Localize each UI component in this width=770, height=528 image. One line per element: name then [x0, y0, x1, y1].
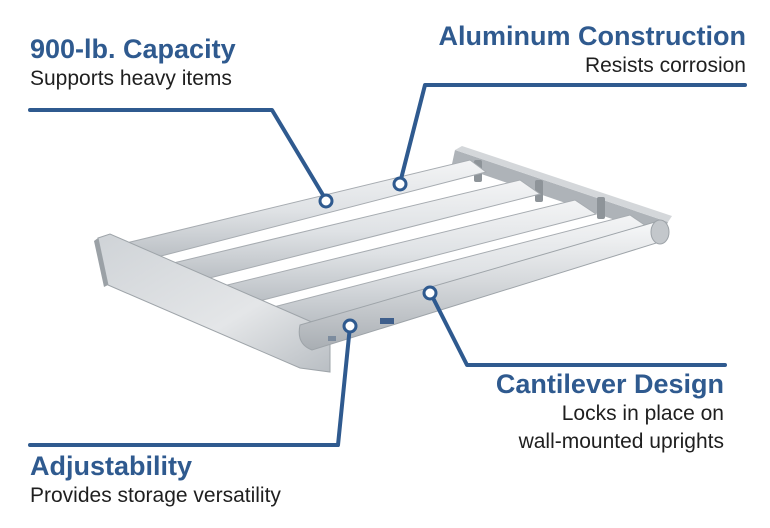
- callout-description: Resists corrosion: [584, 54, 746, 77]
- leader-line-adjustability: [28, 324, 352, 447]
- tube-label: [328, 336, 336, 341]
- callout-description: Locks in place on: [561, 402, 724, 425]
- callout-adjustability: Adjustability Provides storage versatili…: [30, 450, 281, 510]
- back-rail: [452, 150, 668, 236]
- leader-dot-capacity: [318, 193, 334, 209]
- tube-label: [380, 318, 394, 324]
- callout-description: Provides storage versatility: [30, 484, 281, 507]
- leader-line-aluminum: [398, 83, 747, 185]
- leader-dot-cantilever: [422, 285, 438, 301]
- tube-end-cap: [650, 219, 670, 245]
- callout-title: Adjustability: [30, 451, 193, 481]
- leader-dot-aluminum: [392, 176, 408, 192]
- callout-title: 900-lb. Capacity: [30, 34, 236, 64]
- callout-aluminum: Aluminum Construction Resists corrosion: [420, 20, 746, 80]
- leader-line-capacity: [28, 108, 328, 202]
- end-panel-edge: [94, 238, 108, 287]
- leader-line-cantilever: [428, 290, 727, 367]
- callout-capacity: 900-lb. Capacity Supports heavy items: [30, 33, 236, 93]
- callout-description: wall-mounted uprights: [518, 430, 724, 453]
- callout-description: Supports heavy items: [30, 67, 232, 90]
- callout-title: Aluminum Construction: [438, 21, 746, 51]
- leader-dot-adjustability: [342, 318, 358, 334]
- callout-cantilever: Cantilever Design Locks in place on wall…: [440, 368, 724, 456]
- back-rail-top: [455, 146, 672, 222]
- callout-title: Cantilever Design: [495, 369, 724, 399]
